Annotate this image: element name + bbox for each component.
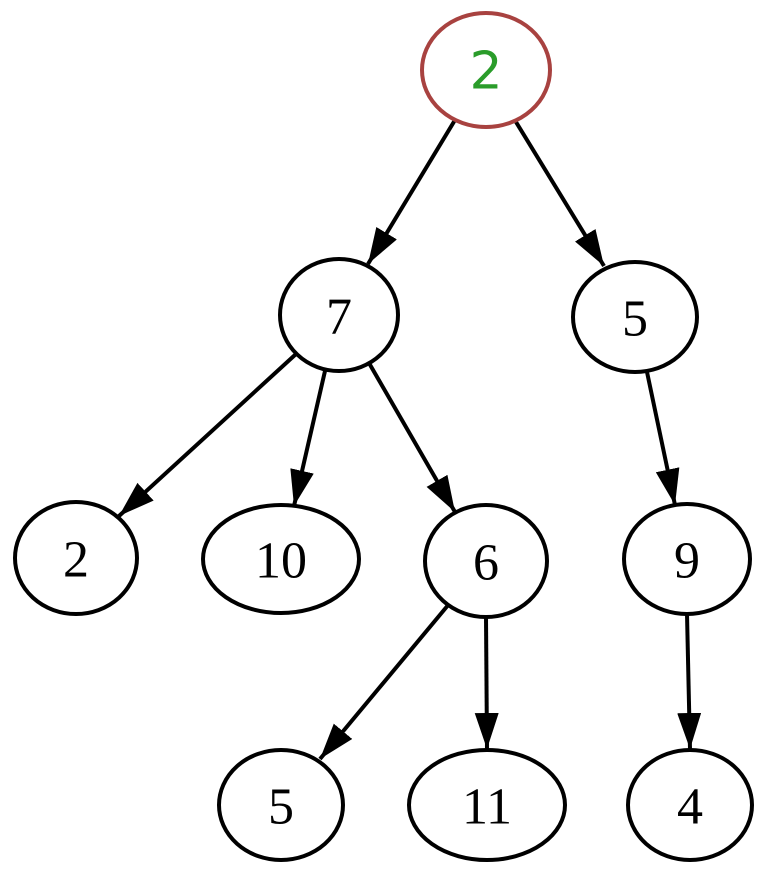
node-circle [278, 257, 400, 373]
node-label-n5a: 5 [622, 291, 648, 348]
tree-edge-n7-to-n10 [290, 370, 327, 507]
node-circle [201, 503, 361, 615]
node-circle [423, 503, 549, 619]
tree-edge-root-to-n7 [366, 118, 457, 266]
node-label-n11: 11 [462, 779, 512, 836]
tree-edge-n6-to-n5b [318, 602, 451, 761]
tree-edge-n7-to-n2 [117, 352, 298, 518]
tree-node-n7: 7 [278, 257, 400, 373]
node-circle-highlighted [420, 11, 552, 129]
tree-edge-n7-to-n6 [367, 362, 457, 513]
node-label-n2: 2 [63, 532, 89, 589]
tree-node-n11: 11 [407, 748, 567, 862]
tree-node-n5a: 5 [571, 260, 699, 374]
tree-node-n6: 6 [423, 503, 549, 619]
node-label-n5b: 5 [268, 779, 294, 836]
node-label-n10: 10 [255, 533, 307, 590]
node-label-root: 2 [469, 42, 502, 102]
edges-layer [117, 118, 702, 761]
tree-edge-root-to-n5a [514, 120, 606, 268]
node-label-n7: 7 [326, 289, 352, 346]
node-circle [217, 748, 345, 862]
tree-node-n9: 9 [622, 502, 752, 616]
node-label-n9: 9 [674, 533, 700, 590]
nodes-layer: 2 7 5 2 10 6 9 5 11 4 [13, 11, 754, 862]
node-label-n6: 6 [473, 535, 499, 592]
tree-node-n2: 2 [13, 500, 139, 616]
node-circle [622, 502, 752, 616]
tree-node-n5b: 5 [217, 748, 345, 862]
tree-edge-n6-to-n11 [474, 616, 499, 750]
node-circle [571, 260, 699, 374]
tree-node-n10: 10 [201, 503, 361, 615]
tree-edge-n5a-to-n9 [645, 371, 680, 506]
tree-node-n4: 4 [626, 748, 754, 862]
node-circle [407, 748, 567, 862]
tree-edge-n9-to-n4 [677, 613, 702, 750]
node-circle [13, 500, 139, 616]
tree-node-root: 2 [420, 11, 552, 129]
node-circle [626, 748, 754, 862]
node-label-n4: 4 [677, 779, 703, 836]
